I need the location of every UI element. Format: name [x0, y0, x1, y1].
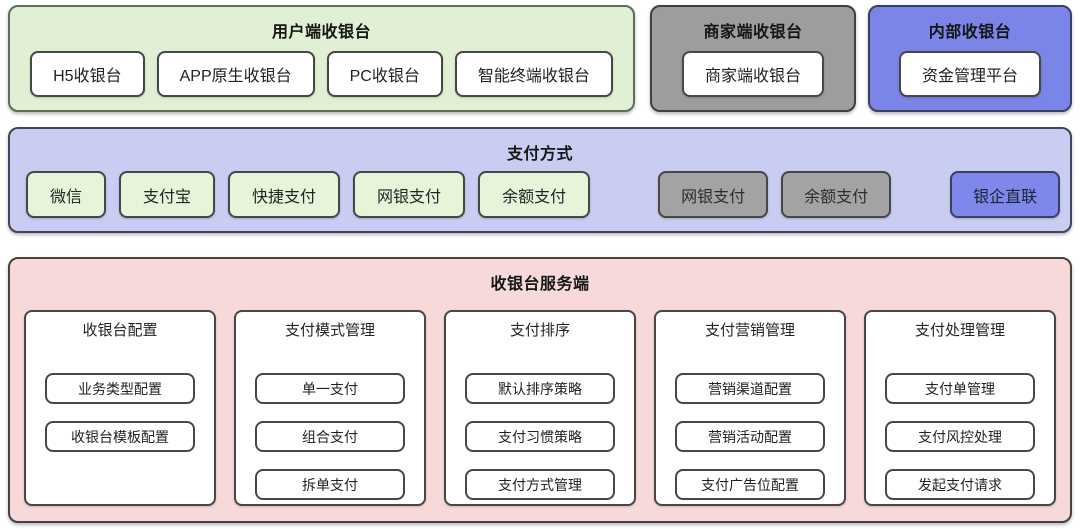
user-cashier-title: 用户端收银台	[271, 24, 371, 41]
column-title: 支付处理管理	[914, 322, 1005, 339]
cashier-server-panel: 收银台服务端 收银台配置 业务类型配置 收银台模板配置 支付模式管理 单一支付 …	[8, 257, 1072, 523]
server-column-payment-sorting: 支付排序 默认排序策略 支付习惯策略 支付方式管理	[444, 310, 636, 506]
column-items: 支付单管理 支付风控处理 发起支付请求	[866, 373, 1054, 500]
user-cashier-panel: 用户端收银台 H5收银台 APP原生收银台 PC收银台 智能终端收银台	[8, 5, 635, 112]
cashier-server-title: 收银台服务端	[490, 276, 590, 293]
user-cashier-items: H5收银台 APP原生收银台 PC收银台 智能终端收银台	[10, 42, 633, 110]
payment-bank-enterprise-direct: 银企直联	[950, 171, 1061, 218]
column-title: 支付模式管理	[284, 322, 375, 339]
payment-balance-merchant: 余额支付	[781, 171, 892, 218]
server-item-payment-method-management: 支付方式管理	[465, 469, 615, 500]
payment-wechat: 微信	[26, 171, 107, 218]
server-column-payment-marketing: 支付营销管理 营销渠道配置 营销活动配置 支付广告位配置	[654, 310, 846, 506]
internal-cashier-title: 内部收银台	[928, 24, 1012, 41]
pc-cashier-box: PC收银台	[326, 51, 443, 97]
server-item-single-payment: 单一支付	[255, 373, 405, 404]
column-title: 支付排序	[509, 322, 570, 339]
server-item-marketing-channel-config: 营销渠道配置	[675, 373, 825, 404]
merchant-cashier-panel: 商家端收银台 商家端收银台	[650, 5, 856, 112]
merchant-cashier-box: 商家端收银台	[681, 51, 824, 97]
server-column-payment-mode: 支付模式管理 单一支付 组合支付 拆单支付	[234, 310, 426, 506]
server-item-cashier-template-config: 收银台模板配置	[45, 421, 195, 452]
smart-terminal-cashier-box: 智能终端收银台	[454, 51, 613, 97]
column-items: 营销渠道配置 营销活动配置 支付广告位配置	[656, 373, 844, 500]
server-item-combined-payment: 组合支付	[255, 421, 405, 452]
column-title: 收银台配置	[82, 322, 158, 339]
internal-cashier-panel: 内部收银台 资金管理平台	[868, 5, 1072, 112]
server-column-cashier-config: 收银台配置 业务类型配置 收银台模板配置	[24, 310, 216, 506]
internal-cashier-items: 资金管理平台	[870, 42, 1070, 110]
server-columns: 收银台配置 业务类型配置 收银台模板配置 支付模式管理 单一支付 组合支付 拆单…	[10, 294, 1070, 521]
column-title: 支付营销管理	[704, 322, 795, 339]
payment-quick-pay: 快捷支付	[228, 171, 341, 218]
merchant-cashier-title: 商家端收银台	[703, 24, 803, 41]
column-items: 默认排序策略 支付习惯策略 支付方式管理	[446, 373, 634, 500]
payment-methods-panel: 支付方式 微信 支付宝 快捷支付 网银支付 余额支付 网银支付 余额支付 银企直…	[8, 127, 1072, 233]
server-item-payment-order-management: 支付单管理	[885, 373, 1035, 404]
payment-methods-chips: 微信 支付宝 快捷支付 网银支付 余额支付 网银支付 余额支付 银企直联	[10, 164, 1070, 231]
client-layer-row: 用户端收银台 H5收银台 APP原生收银台 PC收银台 智能终端收银台 商家端收…	[8, 5, 1072, 112]
h5-cashier-box: H5收银台	[30, 51, 145, 97]
fund-management-platform-box: 资金管理平台	[898, 51, 1041, 97]
server-item-business-type-config: 业务类型配置	[45, 373, 195, 404]
merchant-cashier-items: 商家端收银台	[652, 42, 854, 110]
server-item-payment-risk-control: 支付风控处理	[885, 421, 1035, 452]
server-column-payment-processing: 支付处理管理 支付单管理 支付风控处理 发起支付请求	[864, 310, 1056, 506]
server-item-initiate-payment-request: 发起支付请求	[885, 469, 1035, 500]
payment-methods-title: 支付方式	[506, 146, 573, 163]
server-item-default-sort-strategy: 默认排序策略	[465, 373, 615, 404]
payment-balance: 余额支付	[478, 171, 591, 218]
server-item-payment-ad-slot-config: 支付广告位配置	[675, 469, 825, 500]
server-item-payment-habit-strategy: 支付习惯策略	[465, 421, 615, 452]
payment-online-banking: 网银支付	[353, 171, 466, 218]
payment-alipay: 支付宝	[119, 171, 216, 218]
payment-online-banking-merchant: 网银支付	[658, 171, 769, 218]
server-item-split-payment: 拆单支付	[255, 469, 405, 500]
column-items: 单一支付 组合支付 拆单支付	[236, 373, 424, 500]
server-item-marketing-activity-config: 营销活动配置	[675, 421, 825, 452]
app-native-cashier-box: APP原生收银台	[156, 51, 315, 97]
column-items: 业务类型配置 收银台模板配置	[26, 373, 214, 452]
